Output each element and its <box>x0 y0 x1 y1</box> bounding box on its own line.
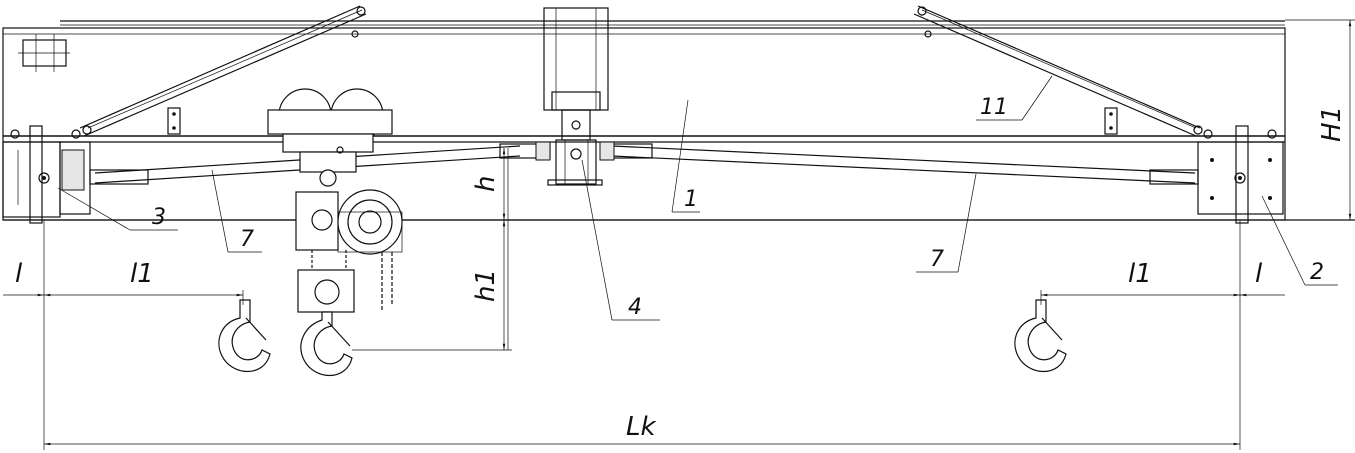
dim-h: h <box>471 176 501 192</box>
dim-lk: Lk <box>626 412 656 442</box>
hook-left <box>218 299 271 372</box>
right-end-bracket <box>1197 125 1284 224</box>
trolley <box>267 88 393 187</box>
dim-l-right: l <box>1255 259 1263 289</box>
chain-hoist <box>295 189 403 313</box>
main-beam <box>3 135 1285 143</box>
left-brace <box>79 5 367 137</box>
dimension-lines <box>3 19 1355 450</box>
tie-rod-right <box>599 141 1199 185</box>
hook-middle <box>300 311 353 376</box>
callout-1: 1 <box>684 187 698 212</box>
right-brace <box>913 5 1203 137</box>
left-end-bracket <box>2 125 91 224</box>
callout-leaders <box>57 75 1338 321</box>
wall-frame <box>2 20 1355 221</box>
dim-l1-right: l1 <box>1128 259 1152 289</box>
callout-3: 3 <box>152 205 166 230</box>
callout-7-left: 7 <box>240 227 254 252</box>
wall-plates <box>167 107 1118 135</box>
callout-11: 11 <box>980 95 1008 120</box>
dim-l1-left: l1 <box>130 259 154 289</box>
callout-7-right: 7 <box>930 247 944 272</box>
mounting-plate-icon <box>18 34 70 72</box>
central-hanger <box>543 7 609 186</box>
dim-l-left: l <box>15 259 23 289</box>
hook-right <box>1014 299 1067 372</box>
callout-4: 4 <box>628 295 642 320</box>
dim-h1: h1 <box>471 269 501 302</box>
dim-H1: H1 <box>1317 106 1347 142</box>
callout-2: 2 <box>1310 260 1324 285</box>
